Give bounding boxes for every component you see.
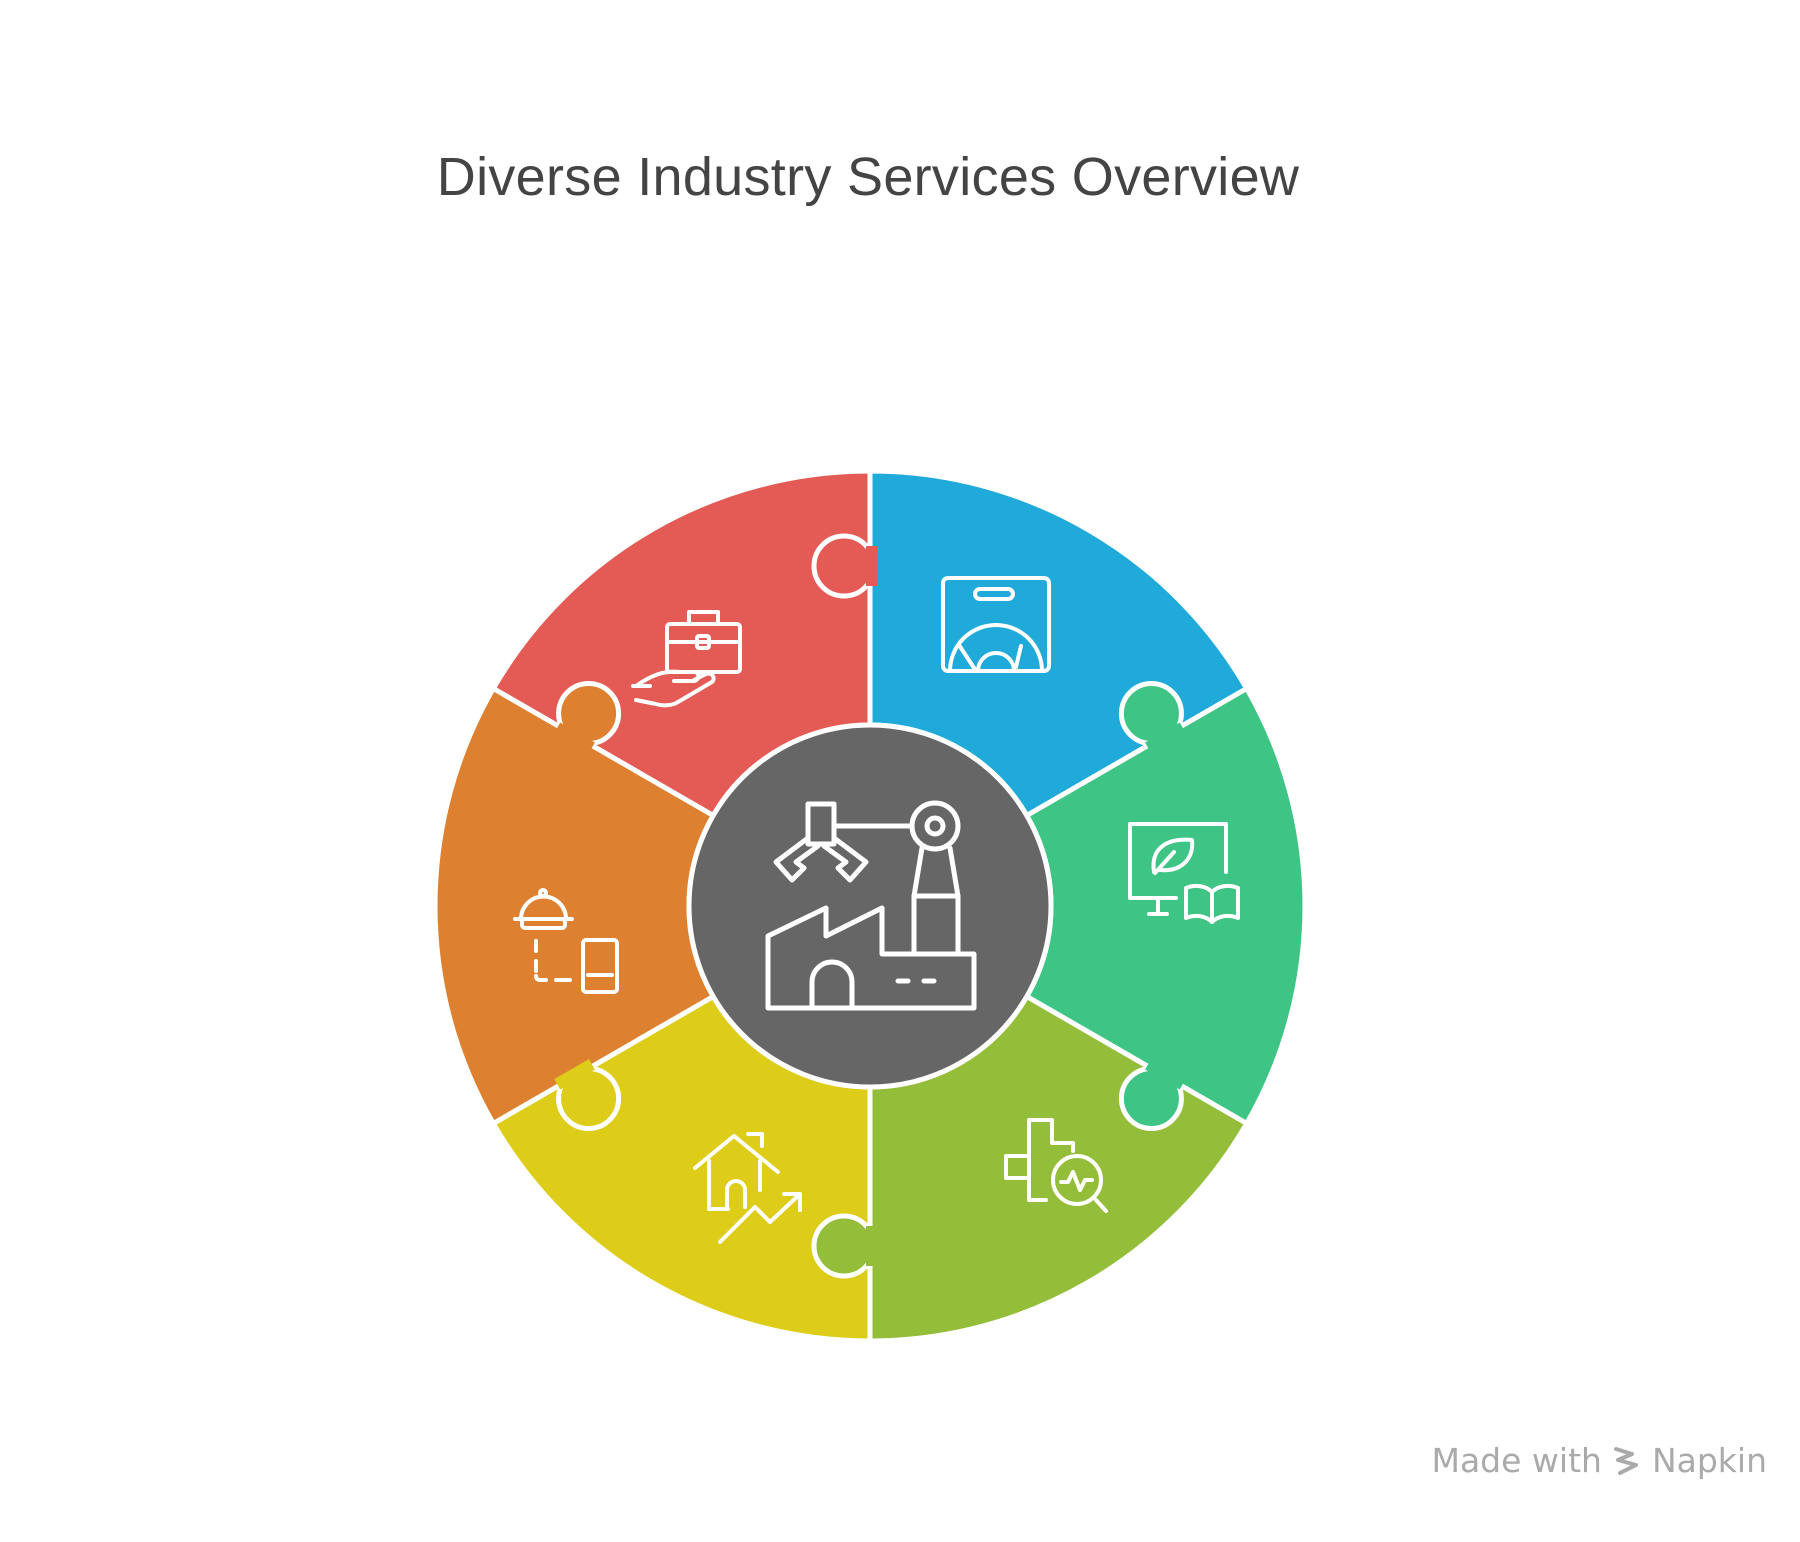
puzzle-knob-neck <box>554 1059 595 1090</box>
puzzle-knob-neck <box>866 546 878 586</box>
factory-robot-arm-icon <box>765 800 977 1011</box>
puzzle-knob <box>811 1213 877 1279</box>
food-delivery-mobile-icon <box>513 888 619 994</box>
footer-credit: Made with Napkin <box>1431 1441 1767 1480</box>
puzzle-knob-neck <box>866 1226 878 1266</box>
puzzle-knob-neck <box>1145 1059 1186 1090</box>
business-service-hand-icon <box>631 610 742 708</box>
puzzle-knob-neck <box>554 722 595 753</box>
e-learning-icon <box>1128 822 1240 924</box>
center-hub <box>686 722 1054 1090</box>
footer-brand: Napkin <box>1651 1441 1767 1480</box>
puzzle-knob <box>811 533 877 599</box>
healthcare-search-icon <box>1004 1118 1108 1213</box>
puzzle-knob-neck <box>1145 722 1186 753</box>
diagram-title: Diverse Industry Services Overview <box>436 147 1300 207</box>
footer-made-with: Made with <box>1431 1441 1602 1480</box>
napkin-logo-icon <box>1613 1446 1638 1475</box>
real-estate-growth-icon <box>693 1132 802 1244</box>
washing-machine-icon <box>941 576 1051 673</box>
